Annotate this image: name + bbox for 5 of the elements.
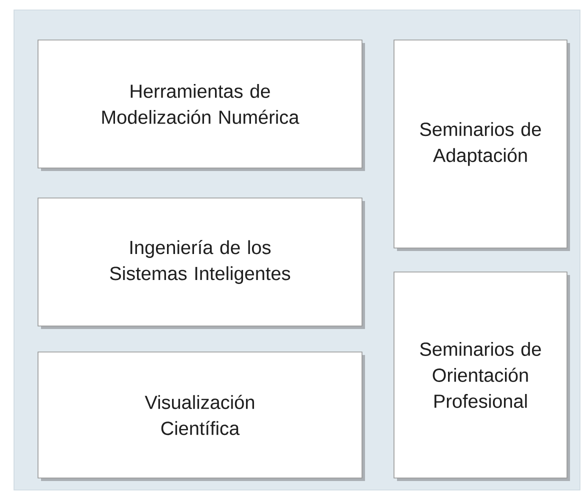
text-box: Herramientas de Modelización Numérica [38,40,365,171]
text-box: Seminarios de Adaptación [394,40,570,251]
text-box: Visualización Científica [38,352,365,481]
text-box: Ingeniería de los Sistemas Inteligentes [38,198,365,329]
text-box: Seminarios de Orientación Profesional [394,272,570,481]
